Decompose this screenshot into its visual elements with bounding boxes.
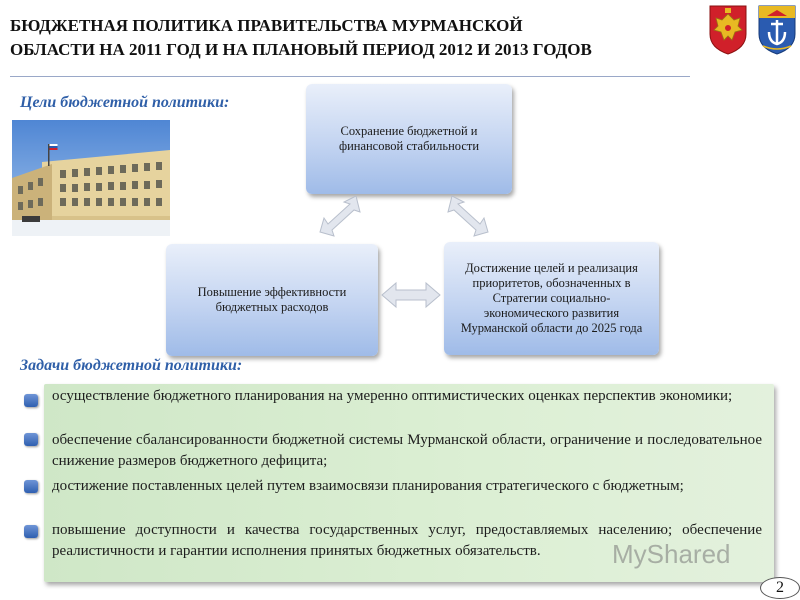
goal-box-expenditure-efficiency: Повышение эффективности бюджетных расход…	[166, 244, 378, 356]
tasks-heading: Задачи бюджетной политики:	[20, 357, 243, 374]
bullet-icon	[24, 525, 38, 538]
government-building-photo	[12, 120, 170, 236]
goal-box-financial-stability: Сохранение бюджетной и финансовой стабил…	[306, 84, 512, 194]
murmansk-region-coat-of-arms-icon	[755, 2, 799, 56]
task-item: осуществление бюджетного планирования на…	[52, 388, 733, 404]
tasks-panel: осуществление бюджетного планирования на…	[44, 384, 774, 582]
page-title: БЮДЖЕТНАЯ ПОЛИТИКА ПРАВИТЕЛЬСТВА МУРМАНС…	[10, 14, 690, 62]
bullet-icon	[24, 394, 38, 407]
bullet-icon	[24, 433, 38, 446]
page-number: 2	[760, 577, 800, 599]
title-divider	[10, 76, 690, 77]
bullet-icon	[24, 480, 38, 493]
task-item: повышение доступности и качества государ…	[52, 522, 762, 559]
russia-coat-of-arms-icon	[706, 2, 750, 56]
task-item: обеспечение сбалансированности бюджетной…	[52, 432, 762, 469]
watermark: MyShared	[612, 539, 731, 569]
double-arrow-icon-horizontal	[381, 281, 441, 309]
double-arrow-icon-left	[319, 195, 361, 237]
task-item: достижение поставленных целей путем взаи…	[52, 478, 684, 494]
title-line-2: ОБЛАСТИ НА 2011 ГОД И НА ПЛАНОВЫЙ ПЕРИОД…	[10, 40, 592, 59]
title-line-1: БЮДЖЕТНАЯ ПОЛИТИКА ПРАВИТЕЛЬСТВА МУРМАНС…	[10, 16, 523, 35]
double-arrow-icon-right	[447, 195, 489, 237]
goal-box-strategy-priorities: Достижение целей и реализация приоритето…	[444, 242, 659, 355]
goals-heading: Цели бюджетной политики:	[20, 94, 230, 111]
